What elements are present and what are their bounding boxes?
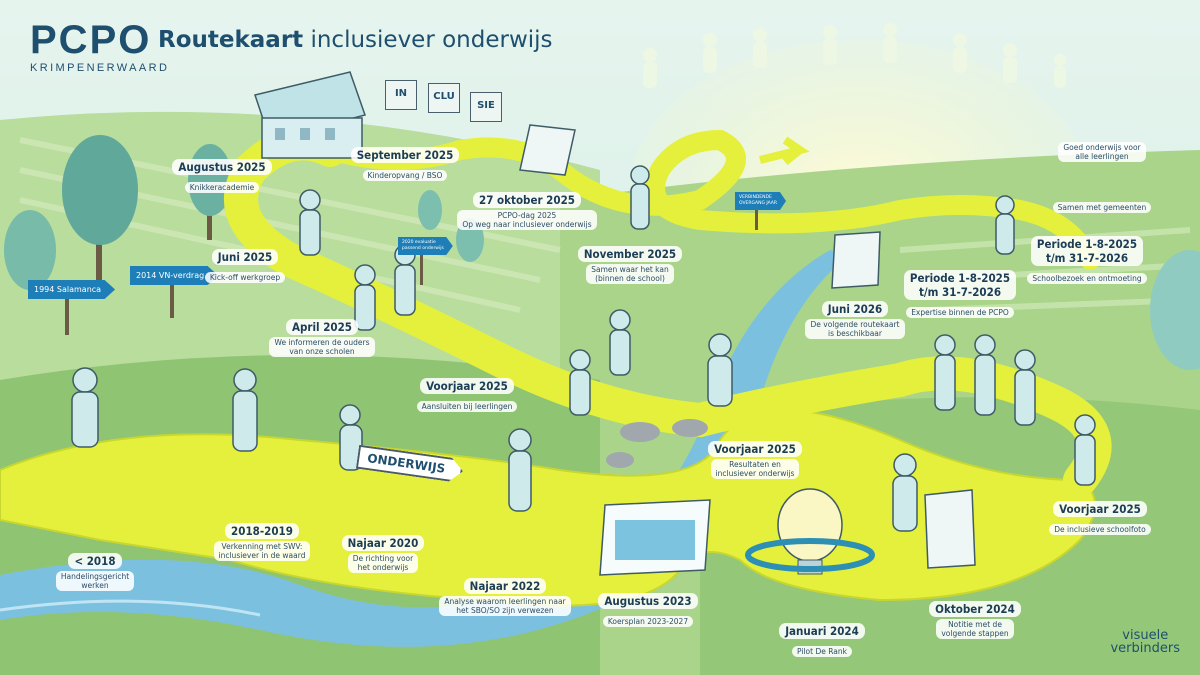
- milestone: September 2025 Kinderopvang / BSO: [310, 144, 500, 182]
- milestone-date: Najaar 2022: [463, 578, 547, 594]
- milestone-text: Schoolbezoek en ontmoeting: [1027, 273, 1147, 284]
- milestone-text: Resultaten en inclusiever onderwijs: [710, 459, 800, 479]
- title-bold: Routekaart: [158, 27, 304, 53]
- milestone-text: Aansluiten bij leerlingen: [416, 401, 518, 412]
- sign-evaluatie: 2020 evaluatie passend onderwijs: [398, 237, 453, 255]
- milestone-text: Koersplan 2023-2027: [602, 616, 694, 627]
- koersplan-poster: [599, 499, 711, 576]
- milestone-date: Najaar 2020: [341, 535, 425, 551]
- milestone: < 2018 Handelingsgericht werken: [0, 550, 190, 592]
- milestone: Voorjaar 2025 De inclusieve schoolfoto: [1005, 498, 1195, 536]
- milestone: Voorjaar 2025 Resultaten en inclusiever …: [660, 438, 850, 480]
- milestone: Juni 2026 De volgende routekaart is besc…: [760, 298, 950, 340]
- sign-salamanca: 1994 Salamanca: [28, 280, 116, 299]
- visuele-verbinders-logo: visuele verbinders: [1110, 629, 1180, 655]
- sign-vn-verdrag: 2014 VN-verdrag: [130, 266, 219, 285]
- milestone: April 2025 We informeren de ouders van o…: [227, 316, 417, 358]
- milestone-text: Kick-off werkgroep: [204, 272, 286, 283]
- milestone-text: We informeren de ouders van onze scholen: [269, 337, 375, 357]
- milestone-text: Pilot De Rank: [792, 646, 852, 657]
- puzzle-piece-in: IN: [385, 80, 417, 110]
- milestone-date: Voorjaar 2025: [420, 378, 514, 394]
- milestone-text: De inclusieve schoolfoto: [1049, 524, 1151, 535]
- milestone: Augustus 2025 Knikkeracademie: [127, 156, 317, 194]
- people-figures: [71, 165, 1096, 532]
- logo-text: PCPO: [30, 18, 152, 62]
- page-title: Routekaart inclusiever onderwijs: [158, 27, 553, 53]
- milestone-date: Voorjaar 2025: [708, 441, 802, 457]
- milestone: Juni 2025 Kick-off werkgroep: [150, 246, 340, 284]
- milestone-date: Periode 1-8-2025 t/m 31-7-2026: [903, 270, 1017, 300]
- crowd-on-hill: [643, 23, 1066, 88]
- milestone: 2018-2019 Verkenning met SWV: inclusieve…: [167, 520, 357, 562]
- puzzle-piece-clu: CLU: [428, 83, 460, 113]
- milestone-date: April 2025: [286, 319, 358, 335]
- milestone-text: Expertise binnen de PCPO: [906, 307, 1014, 318]
- route-arrow: [759, 136, 810, 166]
- milestone: Samen met gemeenten: [1007, 195, 1197, 214]
- milestone-text: Handelingsgericht werken: [55, 571, 135, 591]
- milestone: Najaar 2020 De richting voor het onderwi…: [288, 532, 478, 574]
- milestone: Oktober 2024 Notitie met de volgende sta…: [880, 598, 1070, 640]
- sign-verbindende: VERBINDENDE OVERGANG JAAR: [735, 192, 787, 210]
- milestone-date: Augustus 2025: [172, 159, 272, 175]
- milestone-date: Juni 2025: [211, 249, 279, 265]
- title-rest: inclusiever onderwijs: [303, 27, 553, 53]
- milestone-text: Verkenning met SWV: inclusiever in de wa…: [213, 541, 311, 561]
- milestone: 27 oktober 2025 PCPO-dag 2025 Op weg naa…: [432, 189, 622, 231]
- logo-subtitle: KRIMPENERWAARD: [30, 62, 170, 74]
- milestone-date: Voorjaar 2025: [1053, 501, 1147, 517]
- milestone: Januari 2024 Pilot De Rank: [727, 620, 917, 658]
- milestone: Periode 1-8-2025 t/m 31-7-2026 Schoolbez…: [992, 236, 1182, 285]
- milestone-text: De richting voor het onderwijs: [347, 553, 419, 573]
- watermark-line2: verbinders: [1110, 641, 1180, 656]
- milestone: Goed onderwijs voor alle leerlingen: [1007, 140, 1197, 163]
- milestone-date: November 2025: [577, 246, 683, 262]
- milestone: Voorjaar 2025 Aansluiten bij leerlingen: [372, 375, 562, 413]
- milestone-text: Samen met gemeenten: [1052, 202, 1152, 213]
- milestone: Najaar 2022 Analyse waarom leerlingen na…: [410, 575, 600, 617]
- milestone: Periode 1-8-2025 t/m 31-7-2026 Expertise…: [865, 270, 1055, 319]
- milestone-text: Knikkeracademie: [184, 182, 260, 193]
- milestone-date: Periode 1-8-2025 t/m 31-7-2026: [1030, 236, 1144, 266]
- milestone-text: PCPO-dag 2025 Op weg naar inclusiever on…: [457, 210, 597, 230]
- milestone-text: Notitie met de volgende stappen: [936, 619, 1014, 639]
- milestone-date: September 2025: [350, 147, 460, 163]
- milestone: November 2025 Samen waar het kan (binnen…: [535, 243, 725, 285]
- milestone-date: 2018-2019: [225, 523, 299, 539]
- milestone-text: Goed onderwijs voor alle leerlingen: [1058, 142, 1146, 162]
- milestone-date: < 2018: [68, 553, 122, 569]
- pcpo-logo: PCPO KRIMPENERWAARD: [30, 20, 169, 74]
- milestone-date: Januari 2024: [779, 623, 865, 639]
- milestone-text: De volgende routekaart is beschikbaar: [805, 319, 905, 339]
- milestone-date: Juni 2026: [821, 301, 889, 317]
- milestone-text: Samen waar het kan (binnen de school): [586, 264, 674, 284]
- milestone-text: Kinderopvang / BSO: [362, 170, 448, 181]
- house-illustration: [254, 71, 366, 159]
- milestone: Augustus 2023 Koersplan 2023-2027: [553, 590, 743, 628]
- scroll-documents: [519, 124, 976, 569]
- milestone-date: 27 oktober 2025: [473, 192, 581, 208]
- lightbulb-illustration: [745, 488, 875, 575]
- puzzle-piece-sie: SIE: [470, 92, 502, 122]
- milestone-text: Analyse waarom leerlingen naar het SBO/S…: [439, 596, 571, 616]
- milestone-date: Augustus 2023: [598, 593, 698, 609]
- milestone-date: Oktober 2024: [929, 601, 1021, 617]
- watermark-line1: visuele: [1122, 628, 1169, 643]
